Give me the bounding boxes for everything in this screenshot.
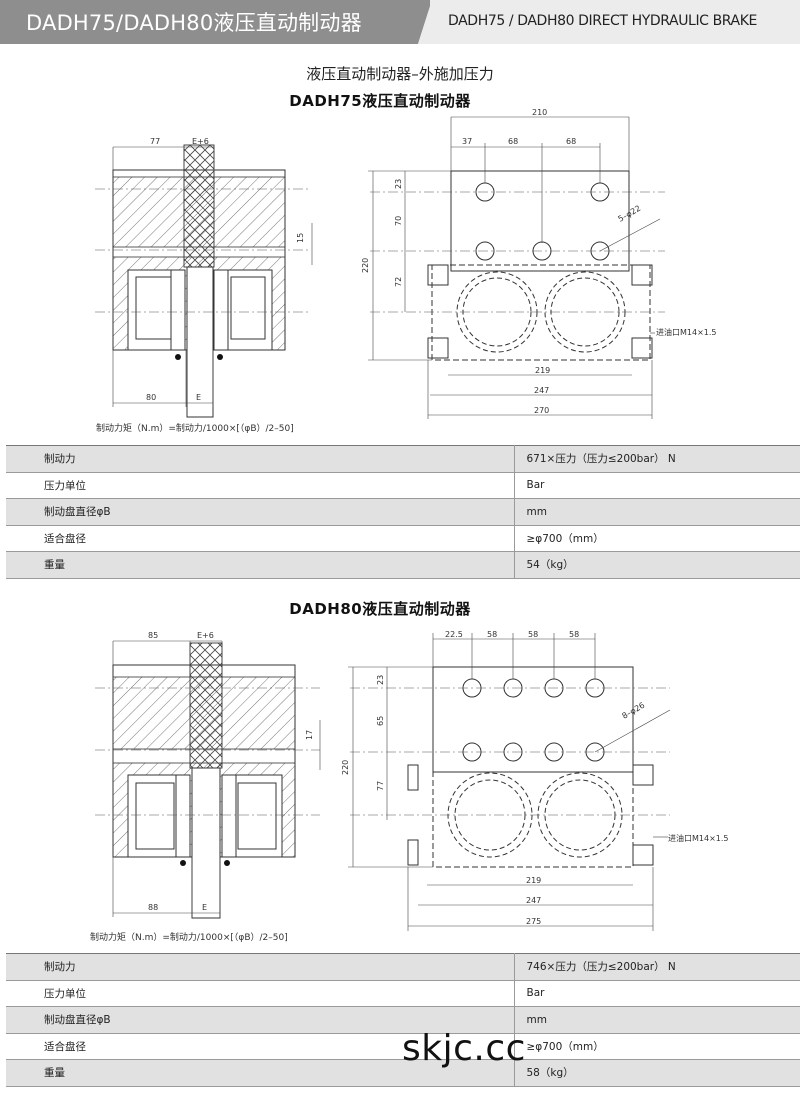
dim-text: 58: [569, 630, 579, 639]
section-title-dadh80: DADH80液压直动制动器: [289, 600, 471, 618]
page-subtitle: 液压直动制动器–外施加压力: [306, 65, 494, 83]
table-cell-key: 适合盘径: [6, 525, 515, 552]
dim-text: 85: [148, 631, 158, 640]
dim-text: E+6: [192, 137, 209, 146]
table-cell-key: 适合盘径: [6, 1033, 515, 1060]
table-row: 适合盘径≥φ700（mm）: [6, 525, 800, 552]
table-cell-key: 重量: [6, 1059, 515, 1087]
front-view-dadh75: 210 37 68 68 220 23 70 72 5–φ22 进油口M14×1…: [361, 108, 717, 419]
dim-text: 58: [528, 630, 538, 639]
dim-text: 220: [341, 760, 350, 775]
header-title-cn-bar: DADH75/DADH80液压直动制动器: [0, 0, 418, 44]
watermark-text: skjc.cc: [402, 1028, 526, 1069]
side-view-dadh75: 77 E+6 80 E 15: [95, 137, 313, 418]
dim-text: 进油口M14×1.5: [668, 833, 729, 843]
dim-text: 15: [296, 233, 305, 243]
header-title-en: DADH75 / DADH80 DIRECT HYDRAULIC BRAKE: [448, 13, 757, 29]
front-view-dadh80: 22.5 58 58 58 220 23 65 77 8–φ26 进油口M14×…: [341, 630, 729, 931]
formula-dadh75: 制动力矩（N.m）=制动力/1000×[（φB）/2–50]: [96, 424, 294, 434]
dim-text: 23: [376, 675, 385, 685]
dim-text: 37: [462, 137, 472, 146]
table-cell-value: Bar: [514, 980, 800, 1007]
dim-text: E: [196, 393, 201, 402]
table-cell-value: mm: [514, 1006, 800, 1034]
drawing-dadh75: 77 E+6 80 E 15 210: [0, 105, 800, 440]
dim-text: 65: [376, 716, 385, 726]
dim-text: 23: [394, 179, 403, 189]
table-cell-value: 671×压力（压力≤200bar） N: [514, 445, 800, 473]
dim-text: 275: [526, 917, 541, 926]
dim-text: 68: [566, 137, 576, 146]
page-header: DADH75/DADH80液压直动制动器 DADH75 / DADH80 DIR…: [0, 0, 800, 44]
header-title-cn: DADH75/DADH80液压直动制动器: [26, 11, 362, 35]
dim-text: 68: [508, 137, 518, 146]
side-view-dadh80: 85 E+6 88 E 17: [95, 631, 321, 919]
dim-text: 72: [394, 277, 403, 287]
table-cell-value: 746×压力（压力≤200bar） N: [514, 953, 800, 981]
table-cell-key: 制动力: [6, 953, 515, 981]
table-cell-value: ≥φ700（mm）: [514, 1033, 800, 1060]
table-cell-value: Bar: [514, 472, 800, 499]
dim-text: E+6: [197, 631, 214, 640]
dim-text: 77: [376, 781, 385, 791]
dim-text: 17: [305, 730, 314, 740]
formula-dadh80: 制动力矩（N.m）=制动力/1000×[（φB）/2–50]: [90, 933, 288, 943]
table-cell-key: 压力单位: [6, 980, 515, 1007]
drawing-dadh80: 85 E+6 88 E 17: [0, 615, 800, 945]
header-title-en-bar: DADH75 / DADH80 DIRECT HYDRAULIC BRAKE: [430, 0, 800, 44]
section-title-dadh75: DADH75液压直动制动器: [289, 92, 471, 110]
dim-text: 219: [535, 366, 550, 375]
dim-text: 58: [487, 630, 497, 639]
table-cell-value: ≥φ700（mm）: [514, 525, 800, 552]
table-cell-value: 58（kg）: [514, 1059, 800, 1087]
table-cell-key: 压力单位: [6, 472, 515, 499]
dim-text: 270: [534, 406, 549, 415]
dim-text: 88: [148, 903, 158, 912]
dim-text: 80: [146, 393, 156, 402]
dim-text: 219: [526, 876, 541, 885]
dim-text: 77: [150, 137, 160, 146]
dim-text: 247: [534, 386, 549, 395]
table-cell-key: 制动力: [6, 445, 515, 473]
table-cell-key: 重量: [6, 551, 515, 579]
dim-text: 247: [526, 896, 541, 905]
dim-text: 进油口M14×1.5: [656, 327, 717, 337]
table-cell-key: 制动盘直径φB: [6, 498, 515, 526]
dim-text: 220: [361, 258, 370, 273]
dim-text: E: [202, 903, 207, 912]
table-cell-value: 54（kg）: [514, 551, 800, 579]
table-row: 适合盘径≥φ700（mm）: [6, 1033, 800, 1060]
table-cell-key: 制动盘直径φB: [6, 1006, 515, 1034]
dim-text: 210: [532, 108, 547, 117]
dim-text: 22.5: [445, 630, 463, 639]
dim-text: 70: [394, 216, 403, 226]
table-cell-value: mm: [514, 498, 800, 526]
